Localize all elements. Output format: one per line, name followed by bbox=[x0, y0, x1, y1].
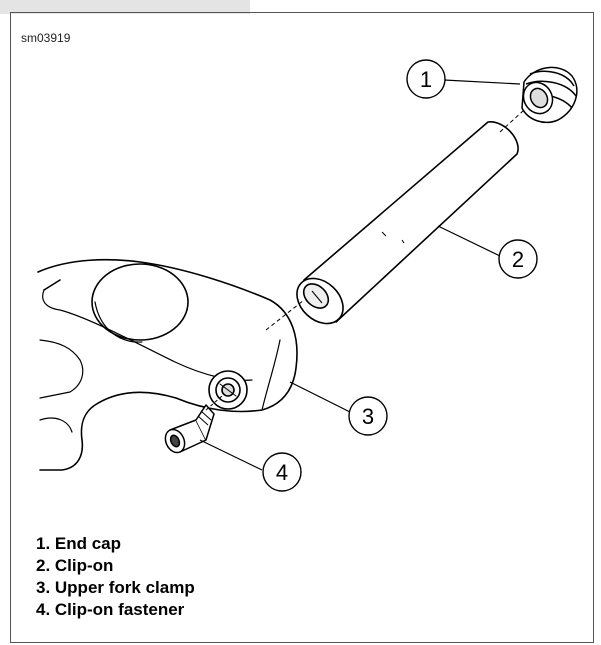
legend-item-upper-fork-clamp: 3. Upper fork clamp bbox=[36, 578, 195, 597]
parts-legend: 1. End cap 2. Clip-on 3. Upper fork clam… bbox=[36, 533, 195, 621]
end-cap-axis-line bbox=[499, 109, 525, 133]
legend-item-clip-on: 2. Clip-on bbox=[36, 556, 114, 575]
end-cap-drawing bbox=[521, 66, 578, 124]
callout-leaders bbox=[199, 79, 521, 471]
legend-item-end-cap: 1. End cap bbox=[36, 534, 122, 553]
callout-2: 2 bbox=[498, 239, 538, 279]
clip-on-axis-line bbox=[265, 299, 305, 331]
callout-1: 1 bbox=[406, 59, 446, 99]
faded-header-strip bbox=[0, 0, 250, 14]
svg-text:4: 4 bbox=[276, 460, 288, 485]
svg-text:1: 1 bbox=[420, 67, 432, 92]
callout-3: 3 bbox=[348, 396, 388, 436]
upper-fork-clamp-drawing bbox=[37, 258, 298, 471]
clip-on-drawing bbox=[296, 121, 519, 325]
callout-4: 4 bbox=[262, 452, 302, 492]
figure-id-label: sm03919 bbox=[21, 31, 71, 45]
svg-text:2: 2 bbox=[512, 247, 524, 272]
svg-text:3: 3 bbox=[362, 404, 374, 429]
figure-border bbox=[10, 12, 594, 643]
legend-item-clip-on-fastener: 4. Clip-on fastener bbox=[36, 600, 185, 619]
clip-on-fastener-drawing bbox=[164, 404, 215, 454]
